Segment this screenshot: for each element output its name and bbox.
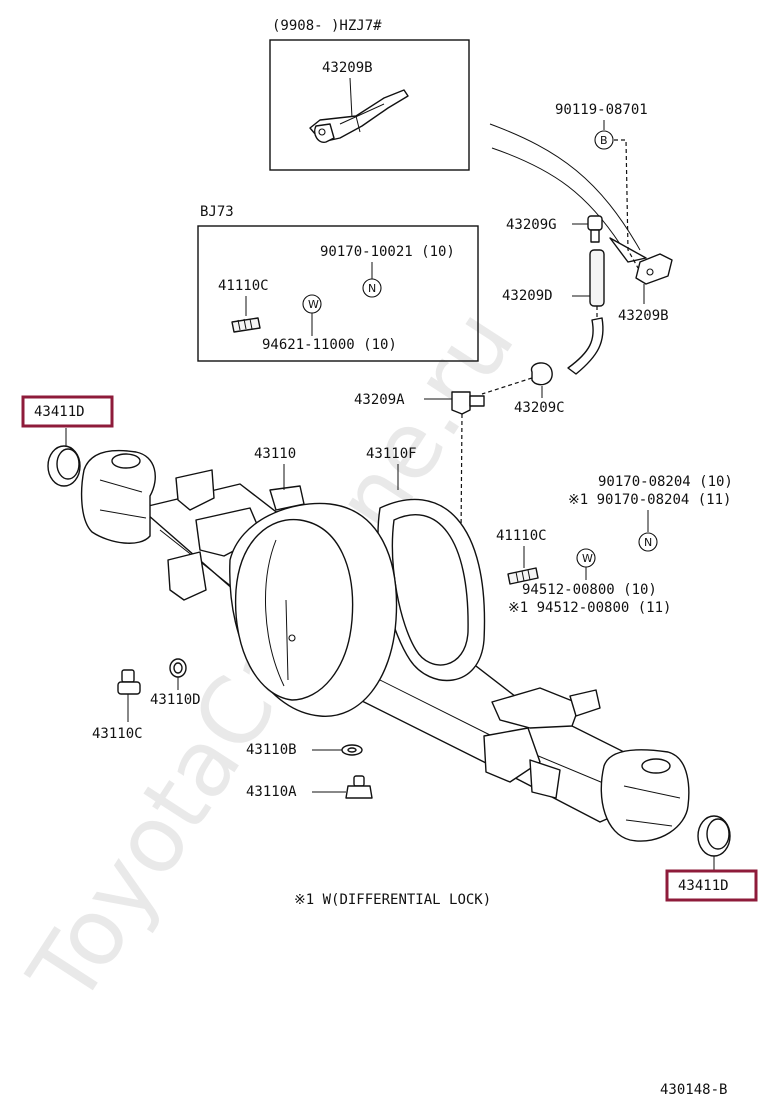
highlight-left[interactable]: 43411D bbox=[21, 395, 114, 428]
inset-hzj7-frame bbox=[269, 39, 470, 171]
oil-seal-left bbox=[47, 428, 81, 487]
oil-seal-right bbox=[697, 815, 731, 870]
label-43110c[interactable]: 43110C bbox=[92, 726, 143, 742]
label-90119-08701[interactable]: 90119-08701 bbox=[555, 102, 648, 118]
svg-text:N: N bbox=[644, 536, 652, 549]
inset-bj73-title: BJ73 bbox=[200, 204, 234, 220]
inset-bj73-frame bbox=[197, 225, 479, 362]
breather-hose bbox=[567, 317, 604, 375]
highlight-right-box bbox=[665, 869, 758, 902]
label-43110f[interactable]: 43110F bbox=[366, 446, 417, 462]
label-43110b[interactable]: 43110B bbox=[246, 742, 297, 758]
label-43209b-inset[interactable]: 43209B bbox=[322, 60, 373, 76]
clamp-43209c bbox=[481, 362, 553, 395]
label-43209a[interactable]: 43209A bbox=[354, 392, 405, 408]
highlight-left-box bbox=[21, 395, 114, 428]
inset-hzj7: (9908- )HZJ7# 43209B bbox=[269, 18, 470, 171]
svg-text:B: B bbox=[600, 134, 608, 147]
svg-text:W: W bbox=[582, 552, 593, 565]
bracket-43209b-inset bbox=[309, 89, 409, 143]
fasteners-right: 90170-08204 (10) ※1 90170-08204 (11) N 4… bbox=[496, 474, 733, 616]
bracket-43209b bbox=[635, 253, 673, 285]
plug-43110c bbox=[117, 669, 141, 695]
label-43110d[interactable]: 43110D bbox=[150, 692, 201, 708]
label-43110[interactable]: 43110 bbox=[254, 446, 296, 462]
label-43209g[interactable]: 43209G bbox=[506, 217, 557, 233]
label-43110a[interactable]: 43110A bbox=[246, 784, 297, 800]
label-43209b[interactable]: 43209B bbox=[618, 308, 669, 324]
breather-tube-43209d bbox=[589, 249, 605, 320]
washer-w-inset: W 94621-11000 (10) bbox=[262, 294, 397, 353]
label-90170-08204-dl[interactable]: ※1 90170-08204 (11) bbox=[568, 492, 731, 508]
label-43209d[interactable]: 43209D bbox=[502, 288, 553, 304]
axle-housing-43110 bbox=[80, 449, 690, 842]
nut-n-inset: N 90170-10021 (10) bbox=[320, 244, 455, 298]
nut-n-right bbox=[638, 532, 658, 552]
label-94512-00800[interactable]: 94512-00800 (10) bbox=[522, 582, 657, 598]
label-41110c-inset[interactable]: 41110C bbox=[218, 278, 269, 294]
footnote-differential-lock: ※1 W(DIFFERENTIAL LOCK) bbox=[294, 892, 491, 908]
label-94621-11000[interactable]: 94621-11000 (10) bbox=[262, 337, 397, 353]
diagram-id: 430148-B bbox=[660, 1082, 727, 1098]
stud-41110c-inset bbox=[231, 317, 261, 333]
inset-hzj7-title: (9908- )HZJ7# bbox=[272, 18, 382, 34]
breather-cap-43209g bbox=[587, 215, 603, 243]
label-43411d-left[interactable]: 43411D bbox=[34, 404, 85, 420]
gasket-43110b bbox=[341, 744, 363, 756]
label-90170-08204[interactable]: 90170-08204 (10) bbox=[598, 474, 733, 490]
inset-bj73: BJ73 41110C N 90170-10021 (10) W 94621-1… bbox=[197, 204, 479, 362]
highlight-right[interactable]: 43411D bbox=[665, 869, 758, 902]
label-90170-10021[interactable]: 90170-10021 (10) bbox=[320, 244, 455, 260]
bolt-b-callout bbox=[594, 130, 614, 150]
svg-text:W: W bbox=[308, 298, 319, 311]
label-43209c[interactable]: 43209C bbox=[514, 400, 565, 416]
breather-assembly: 90119-08701 B 43209G 43209D 43209B bbox=[354, 102, 673, 661]
stud-41110c bbox=[507, 567, 539, 585]
label-94512-00800-dl[interactable]: ※1 94512-00800 (11) bbox=[508, 600, 671, 616]
label-43411d-right[interactable]: 43411D bbox=[678, 878, 729, 894]
label-41110c[interactable]: 41110C bbox=[496, 528, 547, 544]
gasket-43110d bbox=[169, 658, 187, 678]
plug-43110a bbox=[345, 775, 373, 799]
svg-text:N: N bbox=[368, 282, 376, 295]
